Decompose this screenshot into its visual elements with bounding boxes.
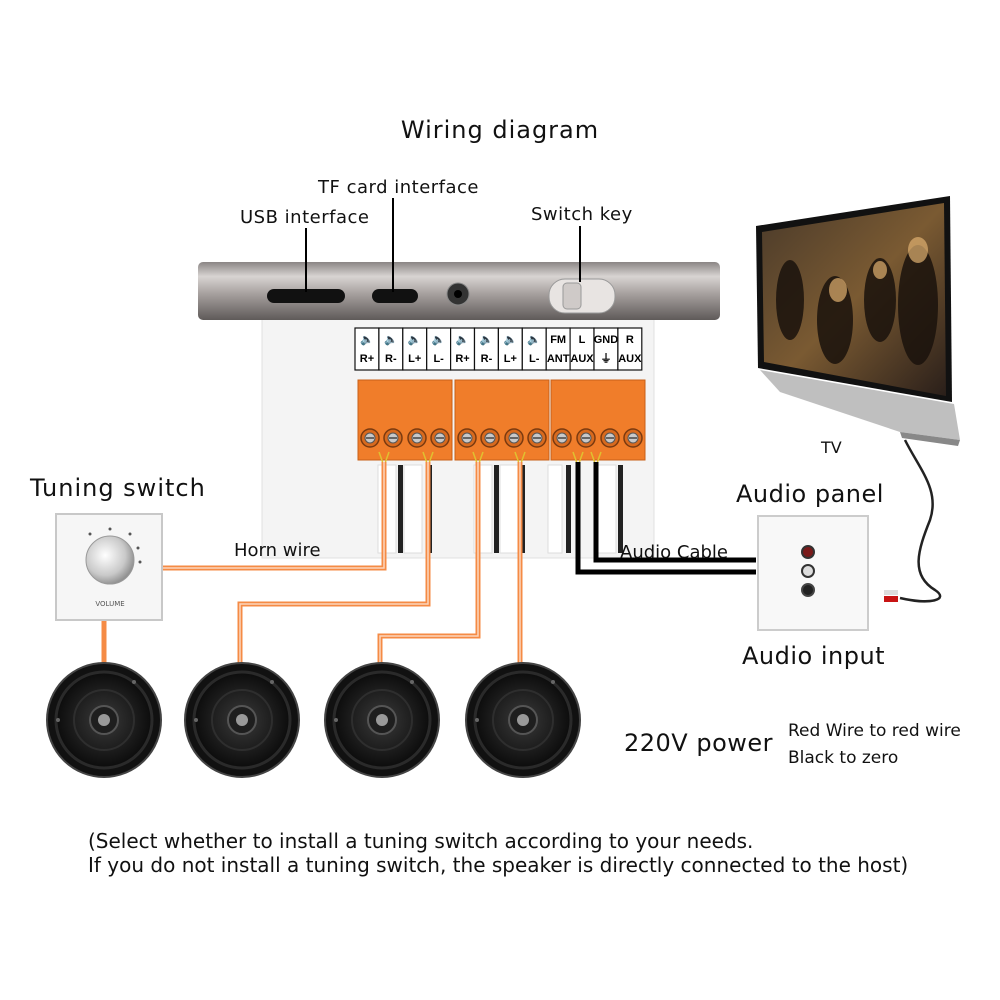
red-jack-icon <box>801 545 815 559</box>
red-wire-note: Red Wire to red wire <box>788 721 961 741</box>
ceiling-speaker <box>46 662 162 778</box>
tv <box>756 196 960 603</box>
audio-cable <box>575 462 756 575</box>
terminal-top-label: R <box>626 334 634 346</box>
diagram-title: Wiring diagram <box>400 116 600 144</box>
terminal-bottom-label: R+ <box>360 353 374 365</box>
terminal-cell <box>617 327 643 371</box>
tuning-switch-label: Tuning switch <box>30 474 206 502</box>
terminal-top-label: FM <box>550 334 566 346</box>
ceiling-speaker <box>184 662 300 778</box>
terminal-top-label: 🔈 <box>384 334 398 346</box>
switch-key-label: Switch key <box>531 204 633 225</box>
note-line-2: If you do not install a tuning switch, t… <box>88 853 909 877</box>
terminal-top-label: 🔈 <box>360 334 374 346</box>
ceiling-speaker <box>324 662 440 778</box>
power-label: 220V power <box>624 729 774 757</box>
terminal-bottom-label: L- <box>433 353 444 365</box>
terminal-bottom-label: ANT <box>547 353 570 365</box>
volume-knob <box>85 535 135 585</box>
ceiling-speaker <box>465 662 581 778</box>
speakers <box>46 662 581 778</box>
horn-wire-label: Horn wire <box>234 540 321 561</box>
terminal-top-label: 🔈 <box>527 334 541 346</box>
terminal-bottom-label: ⏚ <box>600 352 611 365</box>
terminal-bottom-label: R+ <box>455 353 469 365</box>
tf-card-slot <box>372 289 418 303</box>
tv-rca-cable <box>899 439 942 603</box>
tf-card-label: TF card interface <box>318 177 480 198</box>
terminal-bottom-label: R- <box>481 353 493 365</box>
terminal-bottom-label: R- <box>385 353 397 365</box>
knob-caption: VOLUME <box>95 600 124 608</box>
terminal-bottom-label: AUX <box>570 353 594 365</box>
terminal-bottom-label: L+ <box>408 353 421 365</box>
audio-panel-label: Audio panel <box>736 480 884 508</box>
tuning-switch <box>55 513 163 621</box>
tv-label: TV <box>821 438 842 457</box>
terminal-top-label: 🔈 <box>480 334 494 346</box>
terminal-blocks <box>357 379 646 467</box>
terminal-top-label: L <box>579 334 586 346</box>
usb-label: USB interface <box>240 207 370 228</box>
black-wire-note: Black to zero <box>788 748 899 768</box>
terminal-top-label: 🔈 <box>408 334 422 346</box>
terminal-top-label: GND <box>594 334 619 346</box>
terminal-top-label: 🔈 <box>503 334 517 346</box>
white-jack-icon <box>801 564 815 578</box>
audio-panel <box>757 515 869 631</box>
usb-port <box>267 289 345 303</box>
switch-key <box>548 278 616 314</box>
terminal-top-label: 🔈 <box>456 334 470 346</box>
audio-input-label: Audio input <box>742 642 886 670</box>
audio-cable-label: Audio Cable <box>620 542 728 563</box>
terminal-bottom-label: L+ <box>504 353 517 365</box>
black-jack-icon <box>801 583 815 597</box>
terminal-top-label: 🔈 <box>432 334 446 346</box>
terminal-bottom-label: AUX <box>618 353 642 365</box>
terminal-bottom-label: L- <box>529 353 540 365</box>
terminal-label-strip: 🔈R+🔈R-🔈L+🔈L-🔈R+🔈R-🔈L+🔈L-FMANTLAUXGND⏚RAU… <box>354 327 643 371</box>
note-line-1: (Select whether to install a tuning swit… <box>88 829 754 853</box>
